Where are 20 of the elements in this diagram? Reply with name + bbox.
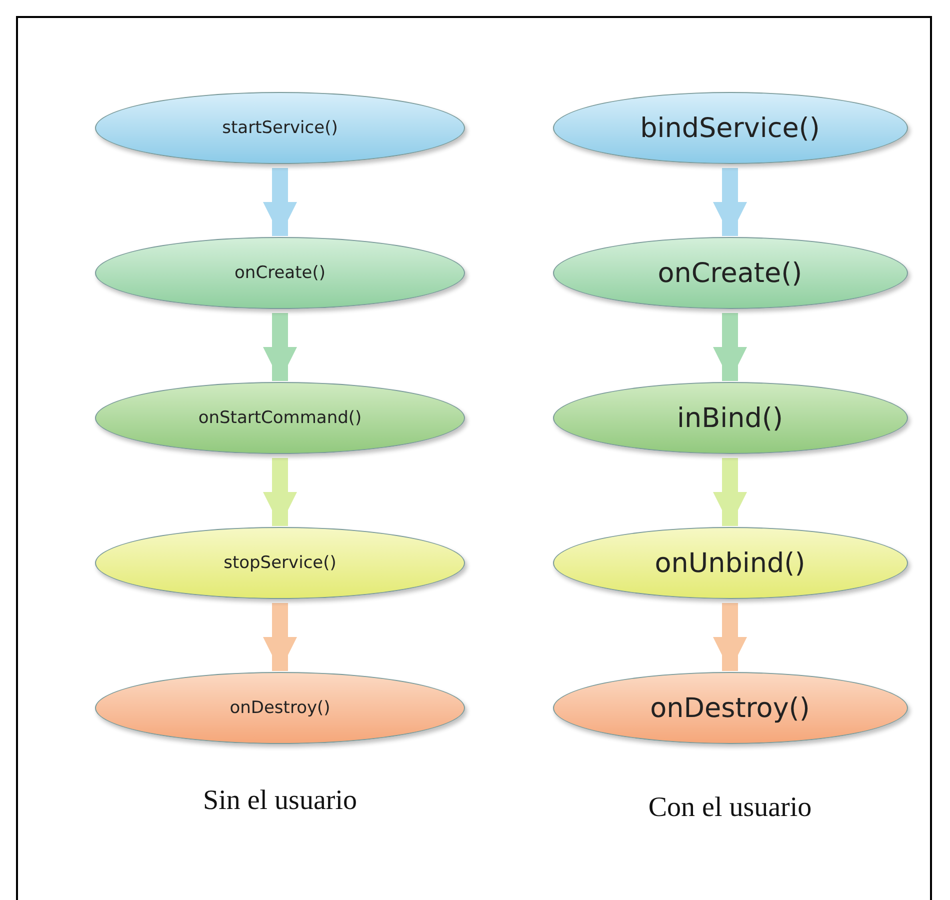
method-name: onDestroy()	[650, 692, 810, 724]
method-name: onCreate()	[234, 263, 326, 283]
arrow	[263, 313, 297, 381]
method-name: onStartCommand()	[198, 408, 362, 428]
arrow	[713, 603, 747, 671]
method-name: startService()	[222, 118, 338, 138]
method-name: onUnbind()	[654, 548, 806, 578]
arrow	[263, 168, 297, 236]
arrow	[713, 313, 747, 381]
arrow	[263, 603, 297, 671]
column-caption: Con el usuario	[648, 792, 812, 824]
arrow	[263, 458, 297, 526]
arrow	[713, 458, 747, 526]
method-name: inBind()	[677, 402, 783, 434]
method-name: bindService()	[640, 112, 820, 144]
arrow	[713, 168, 747, 236]
method-name: stopService()	[224, 553, 336, 573]
method-name: onDestroy()	[230, 698, 330, 718]
column-caption: Sin el usuario	[203, 785, 357, 817]
method-name: onCreate()	[658, 258, 802, 288]
